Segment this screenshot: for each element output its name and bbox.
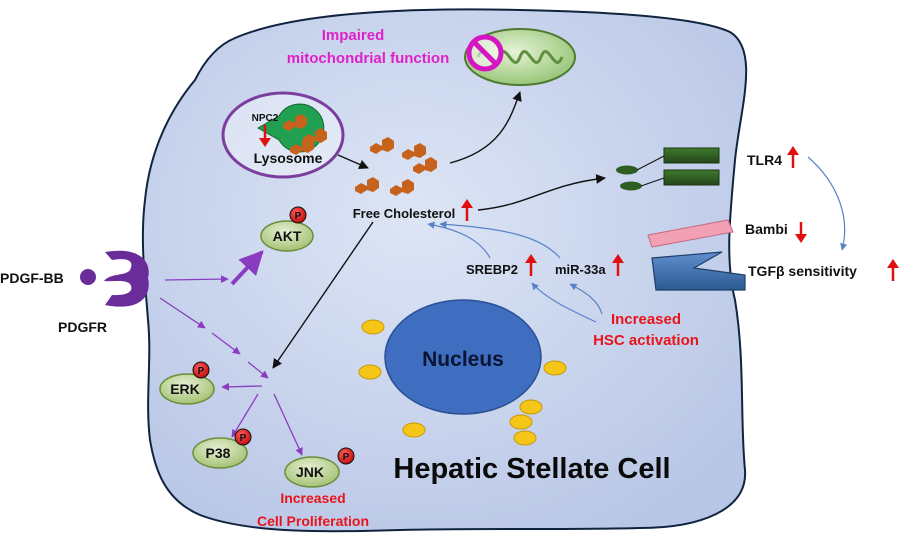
jnk-phospho-label: P bbox=[343, 452, 350, 463]
erk-phospho-label: P bbox=[198, 366, 205, 377]
cholesterol-to-tlr4-arrow bbox=[477, 174, 606, 211]
to-jnk-arrow bbox=[273, 393, 303, 456]
hsc-to-mir33a-arrow bbox=[569, 283, 603, 315]
pdgf-bb-label: PDGF-BB bbox=[0, 270, 64, 286]
to-p38-arrow bbox=[231, 393, 259, 438]
pdgfr-diagonal-arrow-2 bbox=[211, 332, 241, 355]
srebp2-to-cholesterol-arrow bbox=[427, 221, 491, 259]
bambi-shape bbox=[647, 219, 734, 248]
jnk-node: JNK P bbox=[284, 447, 355, 488]
mir33a-to-cholesterol-arrow bbox=[439, 220, 561, 259]
impaired-label-line1: Impaired bbox=[322, 27, 385, 44]
pdgfr-receptor bbox=[104, 250, 149, 307]
pdgfr-diagonal-arrow-3 bbox=[247, 361, 269, 379]
srebp2-up-arrow-icon bbox=[525, 254, 537, 276]
pdgfr-diagonal-arrow-1 bbox=[159, 297, 206, 329]
srebp2-label: SREBP2 bbox=[466, 262, 518, 277]
pdgf-bb-ligand bbox=[80, 269, 96, 285]
mir33a-up-arrow-icon bbox=[612, 254, 624, 276]
tlr4-label: TLR4 bbox=[747, 152, 782, 168]
increased-prolif-line2: Cell Proliferation bbox=[257, 513, 369, 529]
tgfb-receptor bbox=[651, 251, 746, 291]
bambi-label: Bambi bbox=[745, 221, 788, 237]
pdgfr-label: PDGFR bbox=[58, 319, 107, 335]
lysosome-label: Lysosome bbox=[254, 150, 323, 166]
lysosome: NPC2 Lysosome bbox=[221, 91, 345, 179]
pdgfr-to-akt-arrow bbox=[230, 250, 264, 286]
tlr4-receptor bbox=[616, 147, 720, 191]
mir33a-label: miR-33a bbox=[555, 262, 606, 277]
cell-title: Hepatic Stellate Cell bbox=[393, 453, 670, 485]
vesicles bbox=[358, 319, 567, 446]
pdgfr-arrow-right bbox=[164, 275, 229, 284]
nucleus bbox=[384, 299, 542, 415]
cholesterol-to-mapk-arrow bbox=[272, 221, 374, 369]
free-cholesterol-label: Free Cholesterol bbox=[353, 206, 456, 221]
increased-hsc-line2: HSC activation bbox=[593, 332, 699, 349]
cholesterol-up-arrow-icon bbox=[461, 199, 473, 221]
impaired-label-line2: mitochondrial function bbox=[287, 50, 450, 67]
akt-node: AKT P bbox=[260, 206, 314, 252]
npc2-label: NPC2 bbox=[252, 113, 279, 124]
npc2-down-arrow-icon bbox=[259, 125, 271, 147]
erk-label: ERK bbox=[170, 381, 200, 397]
bambi-down-arrow-icon bbox=[795, 222, 807, 243]
hsc-to-srebp2-arrow bbox=[531, 282, 597, 323]
akt-phospho-label: P bbox=[295, 211, 302, 222]
to-erk-arrow bbox=[221, 382, 263, 391]
erk-node: ERK P bbox=[159, 361, 215, 405]
p38-node: P38 P bbox=[192, 428, 252, 469]
tlr4-up-arrow-icon bbox=[787, 146, 799, 168]
p38-phospho-label: P bbox=[240, 433, 247, 444]
p38-label: P38 bbox=[206, 445, 231, 461]
tgfb-sensitivity-label: TGFβ sensitivity bbox=[748, 263, 857, 279]
increased-prolif-line1: Increased bbox=[280, 490, 345, 506]
akt-label: AKT bbox=[273, 228, 302, 244]
cholesterol-to-mito-arrow bbox=[449, 91, 522, 164]
jnk-label: JNK bbox=[296, 464, 324, 480]
tgfb-up-arrow-icon bbox=[887, 259, 899, 281]
lysosome-to-cholesterol-arrow bbox=[337, 154, 369, 169]
tlr4-to-tgfb-arrow bbox=[807, 156, 848, 251]
nucleus-label: Nucleus bbox=[422, 348, 504, 371]
increased-hsc-line1: Increased bbox=[611, 311, 681, 328]
no-sign-icon bbox=[466, 34, 504, 72]
